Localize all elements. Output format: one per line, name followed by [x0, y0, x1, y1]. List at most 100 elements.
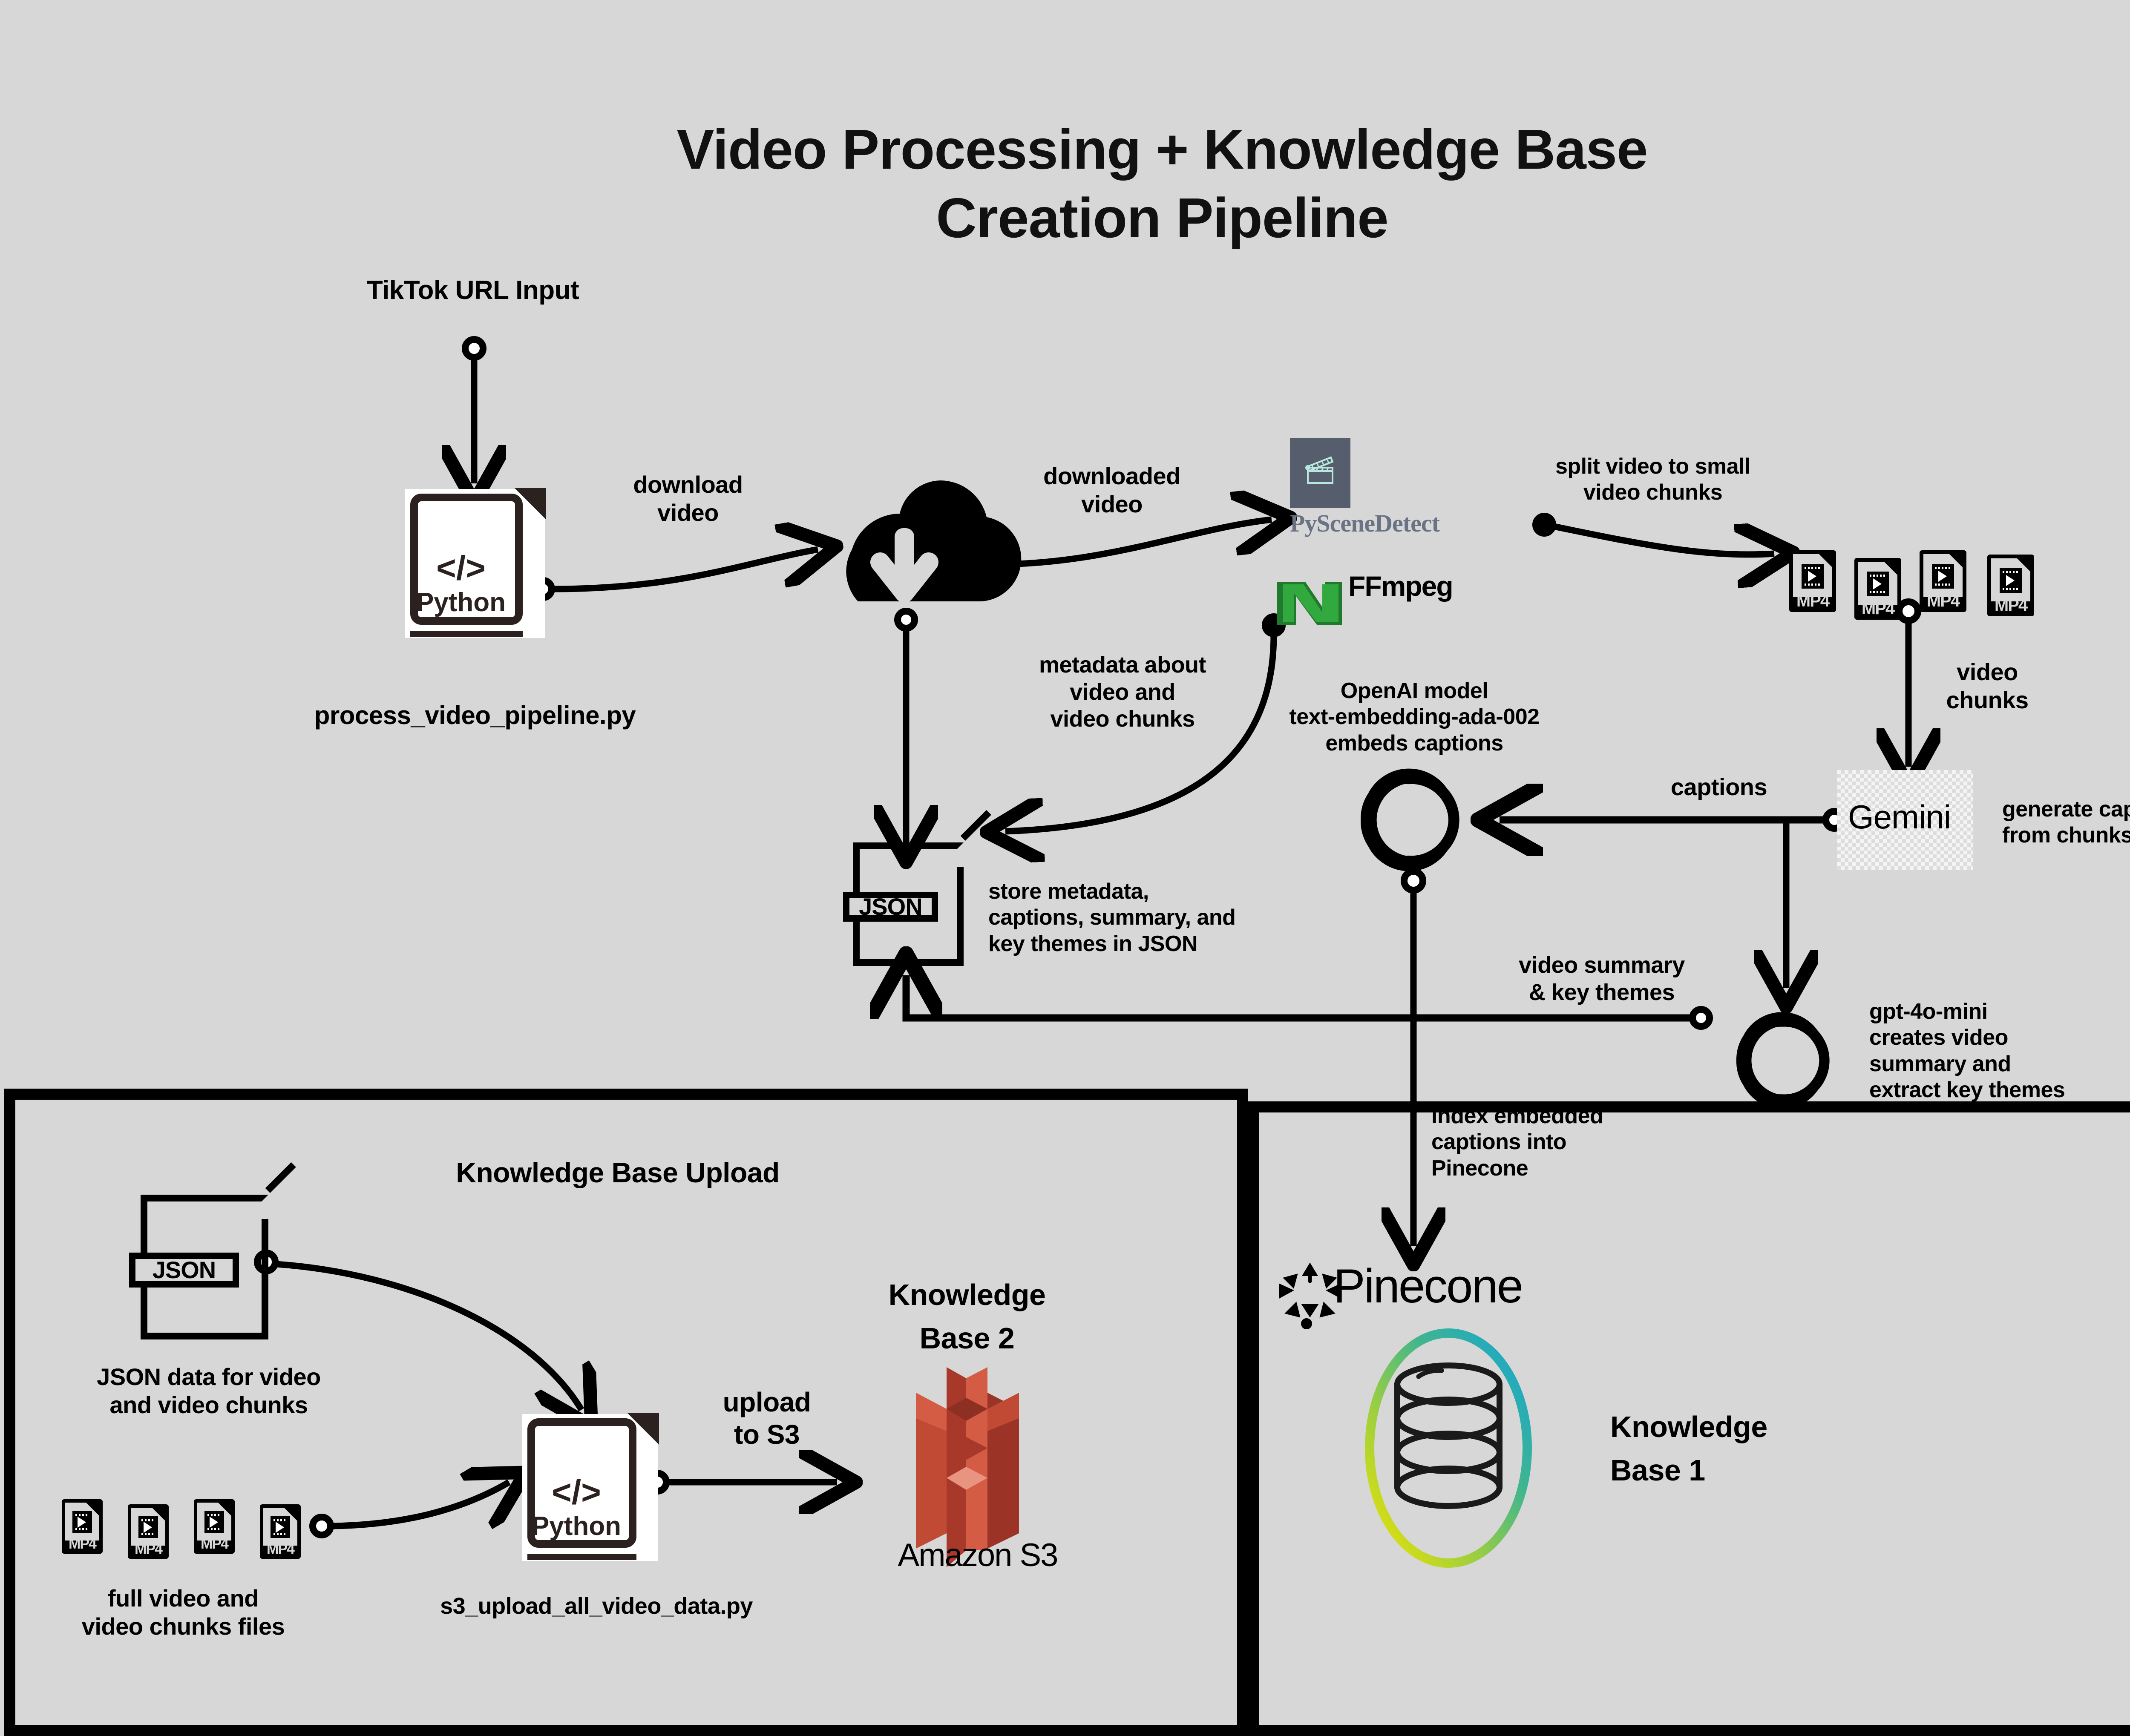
mp4-file-icon[interactable]: MP4: [1789, 550, 1836, 612]
edge-label-line: index embedded: [1431, 1104, 1603, 1128]
pinecone-label: Pinecone: [1333, 1259, 1523, 1313]
note-line: creates video: [1869, 1025, 2008, 1050]
mp4-label: MP4: [135, 1541, 163, 1558]
edge-label-line: video chunks: [1050, 706, 1195, 732]
edge-label-line: metadata about: [1039, 652, 1206, 678]
note-line: gpt-4o-mini: [1869, 999, 1988, 1024]
note-line: text-embedding-ada-002: [1289, 704, 1540, 730]
caption-line: store metadata,: [988, 879, 1149, 904]
caption-line: JSON data for video: [97, 1363, 321, 1390]
python-file-icon: </> Python: [405, 488, 546, 638]
edge-label-line: video and: [1070, 679, 1175, 705]
knowledge-base-1-label: Knowledge Base 1: [1610, 1405, 1926, 1492]
pyscenedetect-icon-square: [1290, 438, 1350, 508]
edge-label-line: to S3: [734, 1419, 800, 1450]
edge-label-line: chunks: [1946, 687, 2029, 714]
edge-label-captions: captions: [1670, 773, 1767, 800]
edge-label-download-video: download video: [584, 471, 792, 527]
edge-label-line: upload: [722, 1387, 811, 1417]
json-tag-label: JSON: [129, 1253, 239, 1288]
caption-line: video chunks files: [81, 1613, 285, 1640]
s3-upload-script-node[interactable]: </> Python: [522, 1413, 659, 1561]
edge-label-video-chunks: video chunks: [1917, 658, 2058, 714]
mp4-file-icon[interactable]: MP4: [1987, 555, 2034, 616]
openai-logo-icon: [1361, 768, 1459, 871]
edge-label-downloaded-video: downloaded video: [997, 462, 1227, 518]
python-label: Python: [531, 1511, 622, 1541]
s3-upload-script-caption: s3_upload_all_video_data.py: [440, 1593, 753, 1619]
tiktok-url-input-label: TikTok URL Input: [366, 276, 579, 305]
kb-upload-box-title: Knowledge Base Upload: [456, 1157, 780, 1188]
video-chunks-group: MP4 MP4 MP4 MP4: [1789, 549, 2087, 620]
mp4-file-icon[interactable]: MP4: [194, 1499, 235, 1554]
caption-line: captions, summary, and: [988, 905, 1236, 930]
edge-label-line: Pinecone: [1431, 1155, 1528, 1181]
knowledge-base-2-label: Knowledge Base 2: [835, 1273, 1099, 1360]
edge-label-generate-captions: generate captions from chunks: [2002, 796, 2130, 849]
gemini-tile[interactable]: [1837, 770, 1973, 870]
mp4-label: MP4: [1926, 592, 1960, 611]
json-tag-label: JSON: [843, 892, 938, 922]
page-title-line-2: Creation Pipeline: [936, 187, 1388, 250]
code-glyph: </>: [436, 549, 486, 587]
caption-line: key themes in JSON: [988, 931, 1198, 956]
amazon-s3-label: Amazon S3: [898, 1537, 1059, 1573]
edge-label-line: video: [657, 499, 719, 526]
openai-embed-tile[interactable]: [1350, 760, 1474, 884]
python-label: Python: [416, 588, 506, 617]
json-store-node[interactable]: JSON: [843, 810, 991, 966]
mp4-label: MP4: [1994, 596, 2028, 615]
mp4-file-icon[interactable]: MP4: [128, 1504, 169, 1559]
edge-label-line: & key themes: [1528, 979, 1675, 1005]
json-store-caption: store metadata, captions, summary, and k…: [988, 879, 1321, 957]
json-file-icon: JSON: [129, 1162, 296, 1339]
page-title-line-1: Video Processing + Knowledge Base: [676, 118, 1648, 181]
mp4-input-caption: full video and video chunks files: [13, 1584, 354, 1641]
mp4-input-group: MP4 MP4 MP4 MP4: [62, 1499, 334, 1563]
ffmpeg-logo-icon: [1277, 582, 1342, 625]
clapperboard-icon: [1305, 456, 1334, 484]
note-line: OpenAI model: [1340, 678, 1488, 703]
mp4-file-icon[interactable]: MP4: [62, 1499, 103, 1554]
json-input-caption: JSON data for video and video chunks: [34, 1363, 383, 1419]
edge-label-line: generate captions: [2002, 797, 2130, 822]
json-file-icon: JSON: [843, 810, 991, 966]
process-video-pipeline-caption: process_video_pipeline.py: [314, 701, 636, 730]
caption-line: full video and: [108, 1585, 259, 1612]
gemini-label: Gemini: [1848, 798, 1951, 836]
pyscenedetect-label: PySceneDetect: [1290, 509, 1440, 537]
note-line: embeds captions: [1325, 730, 1503, 756]
label-line: Base 2: [919, 1321, 1015, 1355]
edge-label-index-pinecone: index embedded captions into Pinecone: [1431, 1103, 1695, 1181]
note-line: summary and: [1869, 1051, 2011, 1076]
page-title: Video Processing + Knowledge Base Creati…: [0, 115, 2130, 252]
edge-label-video-summary: video summary & key themes: [1482, 952, 1721, 1006]
label-line: Knowledge: [1610, 1410, 1767, 1443]
python-file-icon: </> Python: [522, 1413, 659, 1561]
openai-embed-note: OpenAI model text-embedding-ada-002 embe…: [1252, 678, 1576, 756]
mp4-file-icon[interactable]: MP4: [260, 1504, 301, 1559]
caption-line: and video chunks: [109, 1391, 308, 1419]
cloud-download-icon: [846, 480, 1022, 603]
mp4-label: MP4: [267, 1541, 295, 1558]
ffmpeg-label: FFmpeg: [1348, 570, 1454, 602]
label-line: Knowledge: [888, 1278, 1046, 1311]
label-line: Base 1: [1610, 1453, 1705, 1487]
mp4-file-icon[interactable]: MP4: [1920, 550, 1966, 612]
edge-label-split-video: split video to small video chunks: [1517, 454, 1789, 506]
process-video-pipeline-node[interactable]: </> Python: [405, 488, 546, 638]
edge-label-upload-to-s3: upload to S3: [682, 1386, 852, 1451]
gpt4o-mini-note: gpt-4o-mini creates video summary and ex…: [1869, 999, 2130, 1103]
edge-label-line: video: [1081, 491, 1143, 518]
mp4-label: MP4: [1796, 592, 1830, 611]
edge-label-line: split video to small: [1555, 454, 1751, 479]
json-input-node[interactable]: JSON: [129, 1162, 296, 1339]
edge-label-line: download: [633, 471, 743, 498]
edge-label-line: video summary: [1519, 952, 1685, 978]
note-line: extract key themes: [1869, 1078, 2065, 1103]
mp4-file-icon[interactable]: MP4: [1854, 558, 1901, 620]
mp4-label: MP4: [201, 1536, 229, 1552]
edge-label-line: captions into: [1431, 1130, 1567, 1155]
mp4-label: MP4: [69, 1536, 97, 1552]
